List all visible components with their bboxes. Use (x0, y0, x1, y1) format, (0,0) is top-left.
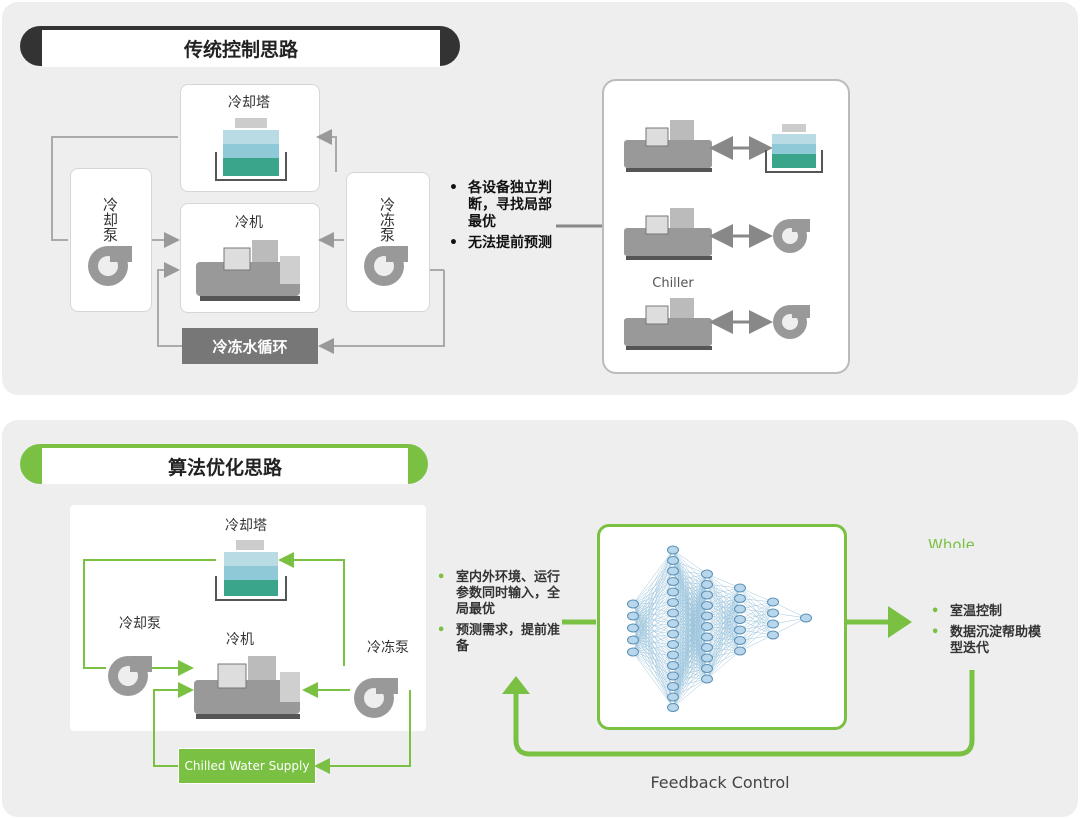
cooling-tower-label: 冷却塔 (228, 95, 270, 111)
tower-to-cooling-pump-line (51, 136, 178, 241)
chiller-icon (624, 208, 712, 260)
network-node (701, 601, 713, 610)
device-pairs-graphics (624, 120, 823, 350)
network-node (701, 664, 713, 673)
network-node (734, 646, 746, 656)
network-node (627, 599, 639, 609)
supply-to-chiller-arrow (153, 682, 194, 767)
cooling-tower-label: 冷却塔 (225, 518, 267, 534)
network-node (701, 653, 713, 663)
network-node (667, 556, 679, 565)
neural-network-icon (627, 545, 812, 712)
chilled-pump-label: 冷冻泵 (367, 640, 409, 656)
chilled-pump-box (346, 172, 430, 312)
chilled-loop-label: 冷冻水循环 (182, 328, 318, 364)
cooling-tower-icon (215, 118, 287, 181)
network-node (800, 613, 812, 623)
network-node (701, 643, 713, 652)
network-node (667, 577, 679, 586)
network-node (627, 635, 639, 645)
network-node (667, 640, 679, 649)
network-node (667, 671, 679, 681)
cooling-pump-icon (88, 246, 132, 286)
network-node (627, 647, 639, 657)
network-node (701, 622, 713, 631)
output-arrowhead (888, 606, 912, 638)
cooling-tower-icon (215, 540, 287, 601)
cooling-tower-icon (765, 124, 823, 173)
algorithm-input-bullets: 室内外环境、运行参数同时输入，全局最优 预测需求，提前准备 (434, 570, 560, 660)
pump-icon (773, 219, 810, 253)
cooling-pump-box (70, 168, 152, 312)
cooling-pump-icon (108, 656, 152, 696)
feedback-control-label: Feedback Control (650, 773, 790, 792)
traditional-bullet: 无法提前预测 (446, 235, 562, 252)
network-node (734, 625, 746, 635)
network-node (734, 583, 746, 593)
algorithm-title: 算法优化思路 (42, 448, 408, 484)
traditional-bullet: 各设备独立判断，寻找局部最优 (446, 180, 562, 231)
traditional-diagram-graphics (51, 118, 602, 354)
chiller-icon (194, 656, 300, 719)
chiller-icon (196, 240, 300, 301)
chiller-icon (624, 298, 712, 350)
chilled-pump-icon (364, 246, 408, 286)
network-node (701, 674, 713, 684)
network-node (667, 692, 679, 702)
network-node (667, 566, 679, 576)
network-node (667, 598, 679, 607)
network-node (667, 703, 679, 712)
chilled-water-supply-label: Chilled Water Supply (178, 748, 316, 784)
supply-return-arrow (314, 690, 411, 774)
network-node (667, 619, 679, 628)
output-heading: Whole (928, 536, 975, 548)
network-node (734, 604, 746, 614)
network-node (701, 569, 713, 579)
network-node (701, 580, 713, 589)
network-node (734, 615, 746, 624)
network-node (767, 597, 779, 607)
network-node (767, 630, 779, 640)
chiller-caption: Chiller (652, 276, 694, 291)
chilled-pump-icon (354, 678, 398, 718)
network-node (667, 608, 679, 618)
algorithm-output-bullets: 室温控制 数据沉淀帮助模型迭代 (928, 604, 1048, 662)
chilled-pump-to-tower-arrow (278, 552, 345, 666)
network-node (701, 611, 713, 621)
input-bullet: 室内外环境、运行参数同时输入，全局最优 (434, 570, 560, 618)
network-node (667, 682, 679, 691)
network-node (734, 636, 746, 645)
loop-return-arrow (318, 270, 445, 354)
pump-icon (773, 305, 810, 339)
network-node (667, 587, 679, 597)
cooling-pump-label: 冷却泵 (101, 196, 119, 242)
network-node (667, 661, 679, 670)
output-bullet: 数据沉淀帮助模型迭代 (928, 625, 1048, 657)
network-node (734, 594, 746, 603)
network-node (667, 629, 679, 639)
network-node (667, 650, 679, 660)
chiller-label: 冷机 (235, 215, 263, 231)
network-node (627, 611, 639, 621)
feedback-arrowhead (502, 676, 530, 694)
input-bullet: 预测需求，提前准备 (434, 623, 560, 655)
network-node (627, 623, 639, 633)
network-node (667, 545, 679, 555)
network-node (767, 619, 779, 629)
chilled-pump-label: 冷冻泵 (378, 196, 396, 242)
tower-to-cooling-pump-line (83, 559, 216, 669)
chiller-label: 冷机 (226, 632, 254, 648)
network-node (701, 632, 713, 642)
feedback-loop-line (513, 670, 975, 757)
chilled-pump-to-tower-arrow (316, 129, 337, 172)
loop-to-chiller-arrow (157, 262, 182, 347)
output-bullet: 室温控制 (928, 604, 1048, 620)
traditional-title: 传统控制思路 (42, 30, 440, 67)
network-node (767, 608, 779, 618)
cooling-pump-label: 冷却泵 (119, 616, 161, 632)
traditional-bullets: 各设备独立判断，寻找局部最优 无法提前预测 (446, 180, 562, 256)
network-node (701, 590, 713, 600)
chiller-icon (624, 120, 712, 172)
